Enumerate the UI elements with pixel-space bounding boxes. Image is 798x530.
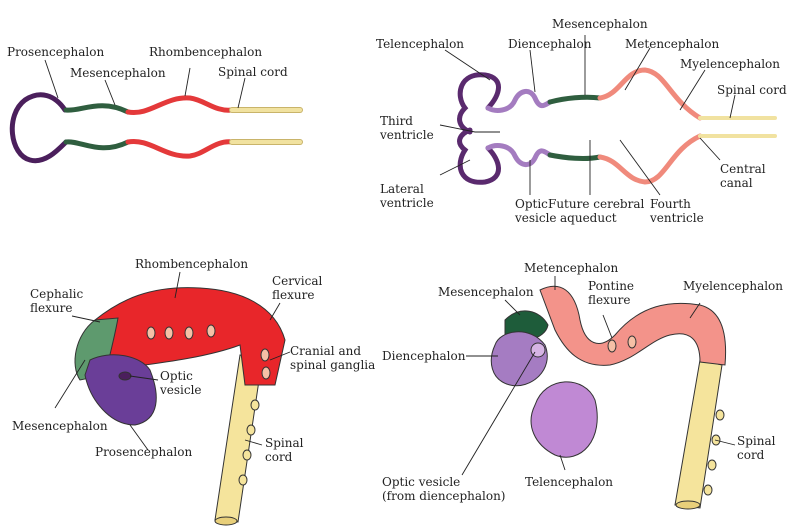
panel-d-leaders: [461, 276, 736, 476]
label-metencephalon-b: Metencephalon: [625, 37, 719, 51]
label-prosencephalon-c: Prosencephalon: [95, 445, 192, 459]
label-metencephalon-d: Metencephalon: [524, 261, 618, 275]
panel-c-embryo: [74, 287, 286, 526]
label-telencephalon: Telencephalon: [376, 37, 464, 51]
panel-c-leaders: [54, 271, 291, 451]
panel-a-leaders: [44, 59, 246, 109]
label-mesencephalon-c: Mesencephalon: [12, 419, 108, 433]
label-mesencephalon-d: Mesencephalon: [438, 285, 534, 299]
label-rhombencephalon-c: Rhombencephalon: [135, 257, 248, 271]
label-prosencephalon: Prosencephalon: [7, 45, 104, 59]
label-mesencephalon-b: Mesencephalon: [552, 17, 648, 31]
panel-a-tube: [9, 92, 303, 164]
panel-b-tube: [457, 67, 777, 185]
label-optic-vesicle-d: Optic vesicle(from diencephalon): [382, 475, 506, 503]
panel-d-embryo: [490, 285, 727, 510]
label-mesencephalon: Mesencephalon: [70, 66, 166, 80]
label-diencephalon-d: Diencephalon: [382, 349, 466, 363]
label-spinal-cord: Spinal cord: [218, 65, 288, 79]
label-spinal-cord-b: Spinal cord: [717, 83, 787, 97]
panel-b-leaders: [439, 35, 736, 196]
label-diencephalon: Diencephalon: [508, 37, 592, 51]
label-rhombencephalon: Rhombencephalon: [149, 45, 262, 59]
label-myelencephalon-b: Myelencephalon: [680, 57, 780, 71]
label-telencephalon-d: Telencephalon: [525, 475, 613, 489]
label-myelencephalon-d: Myelencephalon: [683, 279, 783, 293]
